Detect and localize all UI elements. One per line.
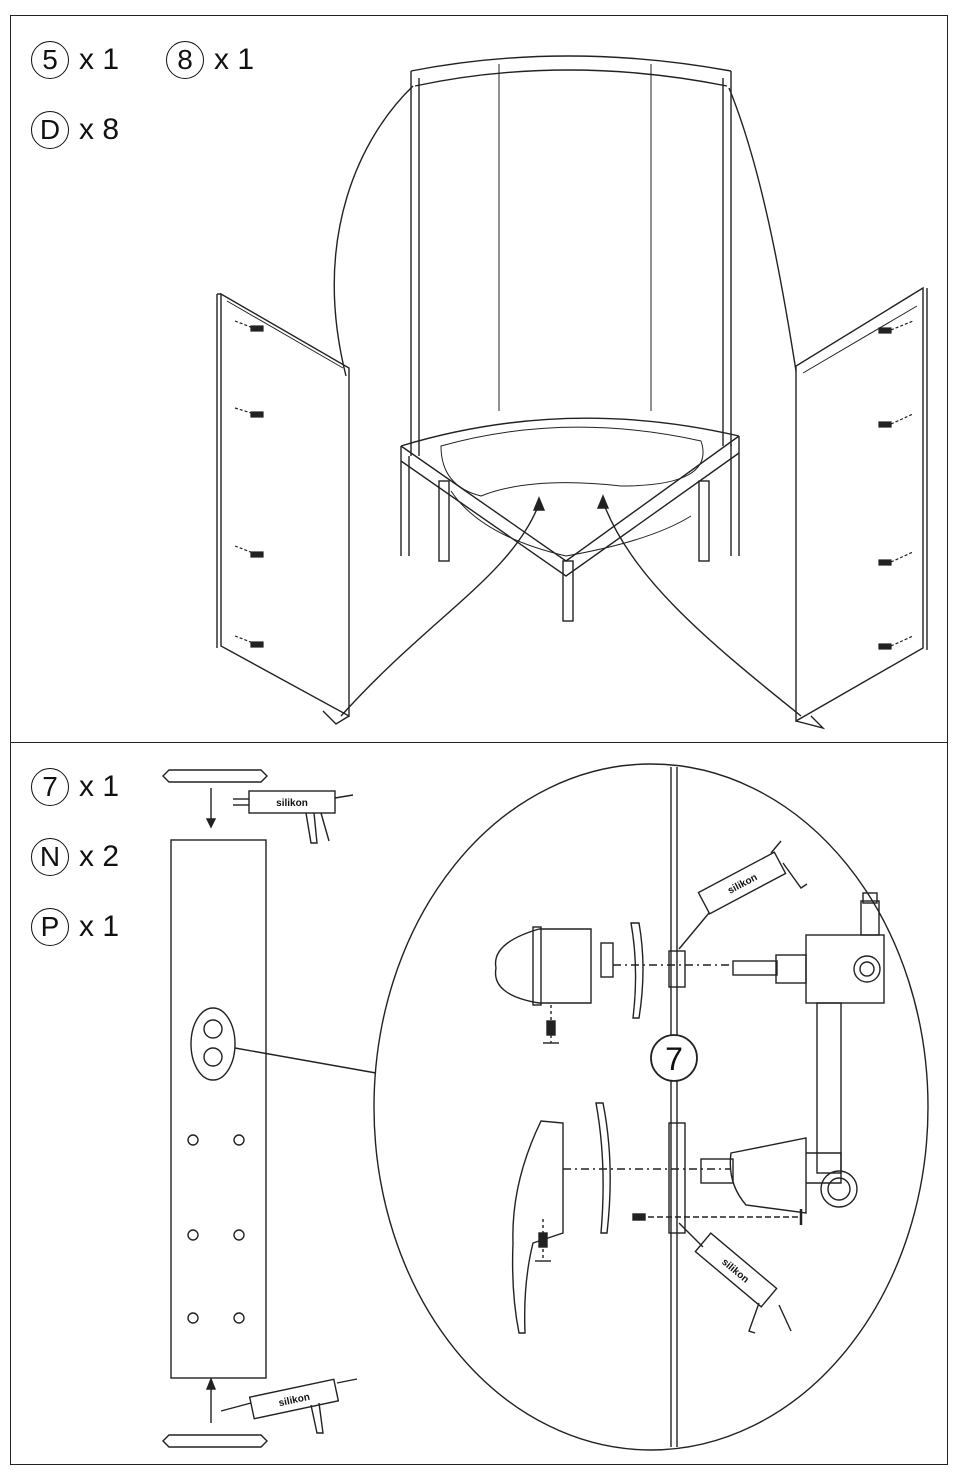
shower-enclosure-diagram xyxy=(216,55,928,730)
mixer-plate xyxy=(190,1007,236,1081)
part-quantity: x 2 xyxy=(79,840,120,873)
part-badge: 8 xyxy=(166,41,204,79)
detail-zoom-circle xyxy=(373,763,929,1451)
silicone-gun-detail-upper xyxy=(678,840,808,950)
part-item-n: N x 2 xyxy=(31,838,119,876)
shower-panel xyxy=(170,839,267,1379)
silicone-gun-bottom xyxy=(220,1378,358,1434)
part-item-p: P x 1 xyxy=(31,908,119,946)
part-badge: P xyxy=(31,908,69,946)
screw-right-2 xyxy=(878,413,914,428)
trim-strip-bottom xyxy=(162,1434,268,1448)
silicone-gun-detail-lower xyxy=(678,1222,792,1334)
silicone-label-bottom: silikon xyxy=(278,1392,311,1409)
part-item-7: 7 x 1 xyxy=(31,768,119,806)
trim-strip-top xyxy=(162,769,268,783)
part-badge: 5 xyxy=(31,41,69,79)
screw-left-1 xyxy=(234,320,264,332)
screw-right-1 xyxy=(878,320,914,334)
screw-left-2 xyxy=(234,407,264,418)
screw-left-4 xyxy=(234,635,264,648)
part-quantity: x 1 xyxy=(79,770,120,803)
silicone-gun-top xyxy=(233,790,354,844)
silicone-label-detail-lower: silikon xyxy=(719,1257,750,1286)
callout-circle xyxy=(650,1034,698,1082)
step-panel-top: 5 x 1 8 x 1 D x 8 xyxy=(10,15,948,743)
silicone-label-top: silikon xyxy=(276,798,308,809)
screw-left-3 xyxy=(234,545,264,558)
screw-right-3 xyxy=(878,551,914,566)
part-badge: N xyxy=(31,838,69,876)
step-panel-bottom: 7 silikon silikon silikon silikon 7 x 1 … xyxy=(10,743,948,1465)
part-quantity: x 8 xyxy=(79,113,120,146)
part-badge: D xyxy=(31,111,69,149)
callout-label: 7 xyxy=(665,1041,683,1077)
part-item-d: D x 8 xyxy=(31,111,119,149)
part-quantity: x 1 xyxy=(214,43,255,76)
part-quantity: x 1 xyxy=(79,43,120,76)
part-quantity: x 1 xyxy=(79,910,120,943)
screw-right-4 xyxy=(878,635,914,650)
part-item-8: 8 x 1 xyxy=(166,41,254,79)
part-badge: 7 xyxy=(31,768,69,806)
mixer-installation-diagram: 7 silikon silikon silikon silikon xyxy=(162,763,929,1451)
part-item-5: 5 x 1 xyxy=(31,41,119,79)
